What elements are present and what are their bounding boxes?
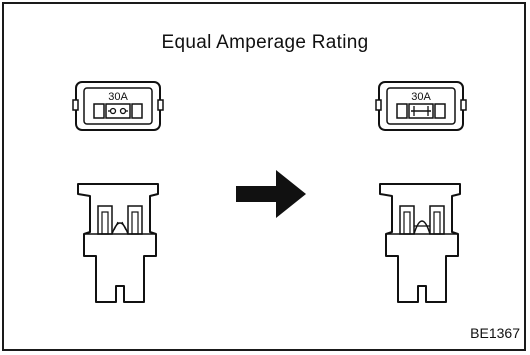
fuse-right-top-view: 30A (375, 81, 467, 131)
fuse-left-rating: 30A (108, 91, 128, 103)
diagram-title: Equal Amperage Rating (161, 32, 369, 53)
fuse-left-side-view (77, 183, 159, 303)
replacement-arrow (236, 170, 306, 218)
diagram-frame (2, 2, 526, 351)
fuse-left-top-view: 30A (72, 81, 164, 131)
fuse-right-side-view (379, 183, 461, 303)
fuse-right-rating: 30A (411, 91, 431, 103)
figure-code: BE1367 (470, 325, 520, 341)
